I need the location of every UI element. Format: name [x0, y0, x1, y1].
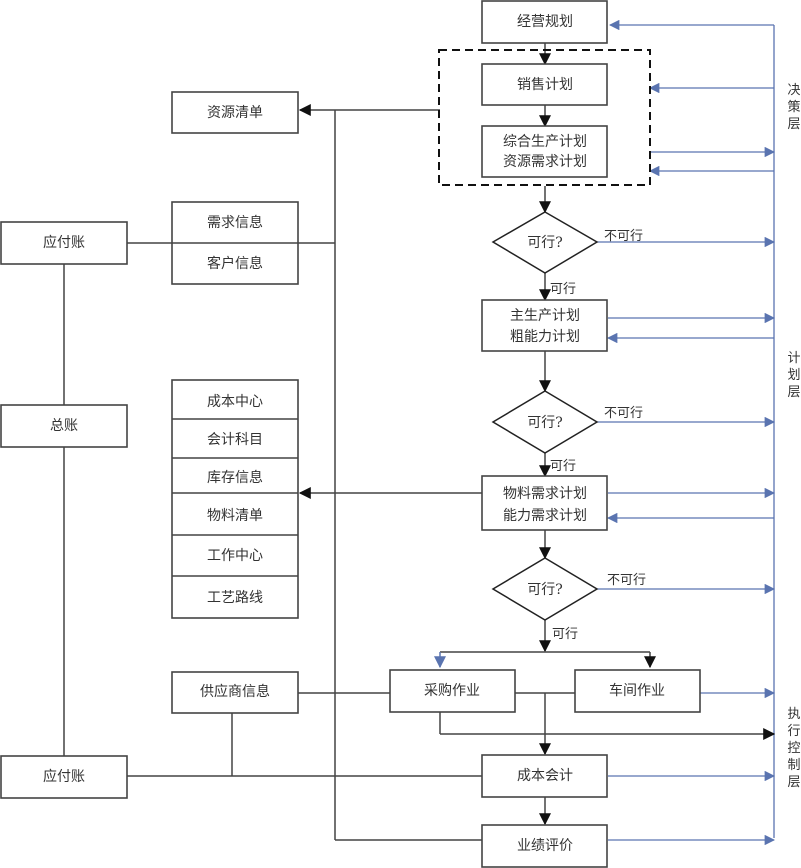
svg-text:控: 控	[787, 741, 800, 756]
node-payable-top[interactable]: 应付账	[0, 221, 128, 265]
node-sales-plan[interactable]: 销售计划	[481, 63, 608, 106]
node-label: 成本会计	[517, 768, 573, 784]
feasible-label-3: 可行	[552, 627, 578, 642]
node-label: 供应商信息	[200, 683, 270, 700]
node-label: 应付账	[43, 234, 85, 251]
node-label: 应付账	[43, 768, 85, 785]
node-mrp[interactable]: 物料需求计划 能力需求计划	[481, 475, 608, 531]
svg-text:计: 计	[787, 351, 800, 366]
svg-text:策: 策	[787, 99, 800, 115]
node-demand-customer[interactable]: 需求信息 客户信息	[171, 201, 299, 285]
node-label: 经营规划	[517, 14, 573, 30]
node-label: 车间作业	[609, 682, 665, 699]
decision-label: 可行?	[527, 415, 563, 431]
stack-item: 成本中心	[207, 394, 263, 410]
svg-text:行: 行	[787, 724, 800, 739]
node-label: 粗能力计划	[510, 329, 580, 345]
node-label: 资源需求计划	[503, 154, 587, 170]
node-data-stack[interactable]: 成本中心 会计科目 库存信息 物料清单 工作中心 工艺路线	[171, 379, 299, 619]
layer-label-decision: 决 策 层	[787, 83, 800, 132]
svg-text:层: 层	[787, 775, 800, 790]
stack-item: 物料清单	[207, 508, 263, 524]
svg-text:层: 层	[787, 117, 800, 132]
node-purchasing[interactable]: 采购作业	[389, 669, 516, 713]
stack-item: 会计科目	[207, 432, 263, 448]
node-label: 销售计划	[517, 77, 573, 93]
infeasible-label-3: 不可行	[607, 573, 646, 588]
node-label: 总账	[50, 418, 78, 434]
feasible-label-1: 可行	[550, 282, 576, 297]
node-performance[interactable]: 业绩评价	[481, 824, 608, 868]
node-payable-bottom[interactable]: 应付账	[0, 755, 128, 799]
node-cost-accounting[interactable]: 成本会计	[481, 754, 608, 798]
node-workshop[interactable]: 车间作业	[574, 669, 701, 713]
svg-text:层: 层	[787, 385, 800, 400]
layer-label-planning: 计 划 层	[787, 351, 800, 400]
decision-2[interactable]: 可行?	[491, 390, 599, 454]
node-label: 物料需求计划	[503, 486, 587, 502]
svg-text:划: 划	[787, 368, 800, 383]
infeasible-label-2: 不可行	[604, 406, 643, 421]
dashed-group-frame	[438, 49, 651, 186]
node-label: 采购作业	[424, 683, 480, 699]
node-aggregate-plan[interactable]: 综合生产计划 资源需求计划	[481, 125, 608, 178]
decision-label: 可行?	[527, 235, 563, 251]
infeasible-label-1: 不可行	[604, 229, 643, 244]
stack-item: 工艺路线	[207, 590, 263, 606]
stack-item: 工作中心	[207, 548, 263, 564]
feasible-label-2: 可行	[550, 459, 576, 474]
node-label: 客户信息	[207, 255, 263, 272]
node-label: 资源清单	[207, 105, 263, 121]
node-label: 能力需求计划	[503, 508, 587, 524]
decision-label: 可行?	[527, 582, 563, 598]
node-label: 综合生产计划	[503, 134, 587, 150]
decision-1[interactable]: 可行?	[491, 211, 599, 274]
node-label: 需求信息	[207, 214, 263, 231]
node-business-planning[interactable]: 经营规划	[481, 0, 608, 44]
svg-text:执: 执	[787, 707, 800, 722]
node-general-ledger[interactable]: 总账	[0, 404, 128, 448]
node-supplier-info[interactable]: 供应商信息	[171, 671, 299, 714]
svg-text:制: 制	[787, 758, 800, 773]
layer-label-execution: 执 行 控 制 层	[787, 707, 800, 790]
stack-item: 库存信息	[207, 469, 263, 486]
decision-3[interactable]: 可行?	[491, 557, 599, 621]
node-mps[interactable]: 主生产计划 粗能力计划	[481, 299, 608, 352]
node-resource-list[interactable]: 资源清单	[171, 91, 299, 134]
svg-text:决: 决	[787, 83, 800, 98]
node-label: 主生产计划	[510, 308, 580, 324]
node-label: 业绩评价	[517, 838, 573, 854]
